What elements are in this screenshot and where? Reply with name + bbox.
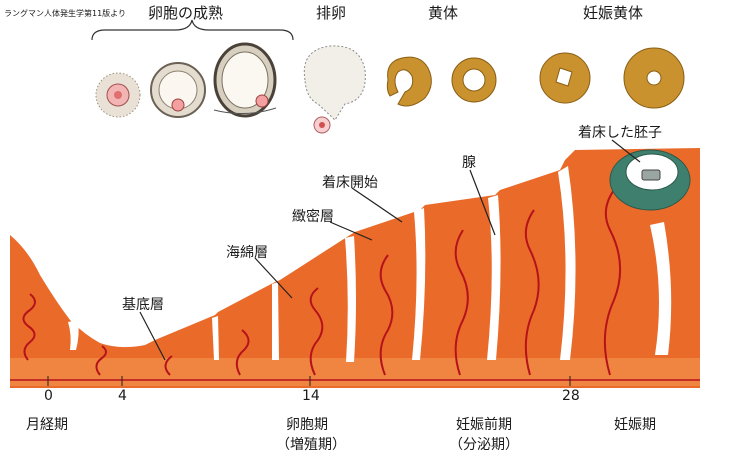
basal-band [10,358,700,386]
maturation-bracket [91,19,294,41]
mature-follicle [213,42,277,118]
phase-pre-pregnancy-sub: （分泌期） [449,437,519,453]
label-gland: 腺 [462,155,476,171]
label-implanted-embryo: 着床した胚子 [578,125,662,141]
phase-follicular: 卵胞期 [286,417,328,433]
phase-follicular-sub: （増殖期） [276,437,346,453]
stage-label-corpus-luteum: 黄体 [428,4,459,22]
leader-lines [139,139,641,361]
label-basal-layer: 基底層 [122,297,164,313]
stage-label-ovulation: 排卵 [316,4,347,22]
label-implantation-start: 着床開始 [322,175,378,191]
pregnancy-corpus-luteum-1 [539,52,591,104]
ovulating-follicle [303,45,366,134]
corpus-luteum-2 [451,57,497,103]
axis-tick-4: 4 [118,388,127,404]
phase-menstrual: 月経期 [26,417,68,433]
spiral-arteries [10,189,700,381]
source-note: ラングマン人体発生学第11版より [4,9,127,18]
corpus-luteum-1 [386,56,432,107]
pregnancy-corpus-luteum-2 [623,47,685,109]
phase-pre-pregnancy: 妊娠前期 [456,417,512,433]
phase-pregnancy: 妊娠期 [614,417,656,433]
gland-gaps [68,166,672,362]
axis-tick-14: 14 [302,388,320,404]
stage-label-pregnancy-corpus-luteum: 妊娠黄体 [583,4,644,22]
label-compact-layer: 緻密層 [292,209,334,225]
secondary-follicle [150,62,206,118]
axis-tick-0: 0 [44,388,53,404]
stage-label-maturation: 卵胞の成熟 [148,4,224,22]
axis-tick-28: 28 [562,388,580,404]
axis-tick-marks [47,376,571,386]
label-spongy-layer: 海綿層 [226,245,268,261]
implanted-embryo [609,149,691,211]
primary-follicle [95,72,141,118]
